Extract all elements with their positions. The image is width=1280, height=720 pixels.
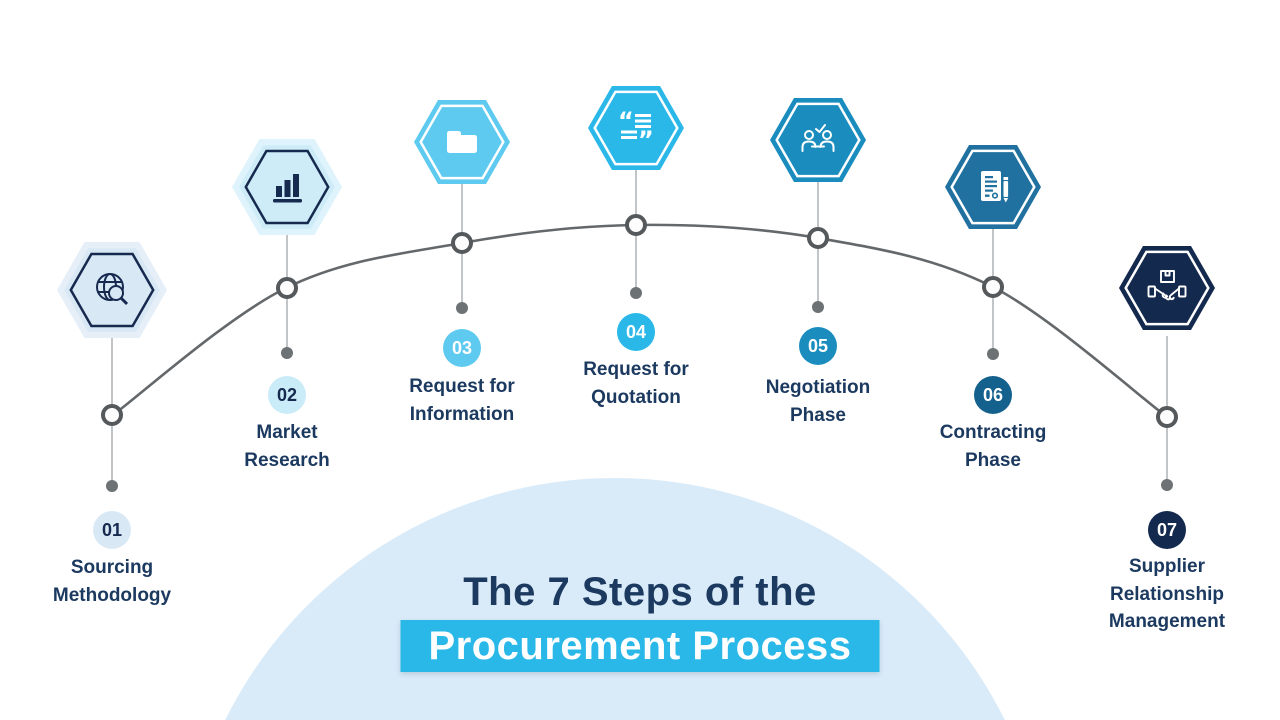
step-5-end-dot	[812, 301, 824, 313]
contract-pen-icon	[981, 171, 1009, 203]
handshake-box-icon	[1147, 270, 1187, 301]
svg-text:“: “	[618, 107, 634, 135]
title-line-1: The 7 Steps of the	[463, 570, 817, 614]
folder-icon	[447, 131, 477, 153]
bar-chart-icon	[273, 174, 302, 203]
title-line-2-band: Procurement Process	[400, 620, 880, 672]
step-4-end-dot	[630, 287, 642, 299]
step-3-label: Request for Information	[409, 376, 515, 425]
step-6-label: Contracting Phase	[939, 422, 1047, 471]
step-2-label: Market Research	[244, 422, 330, 471]
globe-search-icon	[96, 273, 129, 306]
step-3-end-dot	[456, 302, 468, 314]
step-1-hexagon	[57, 242, 167, 338]
step-7-end-dot	[1161, 479, 1173, 491]
step-3-arc-node	[451, 232, 473, 254]
step-4-arc-node	[625, 214, 647, 236]
step-6-hexagon	[945, 145, 1041, 229]
step-3-number-badge: 03	[443, 329, 481, 367]
step-6-number-badge: 06	[974, 376, 1012, 414]
step-7-arc-node	[1156, 406, 1178, 428]
step-1-arc-node	[101, 404, 123, 426]
step-2-end-dot	[281, 347, 293, 359]
step-3-hexagon	[414, 100, 510, 184]
step-5-hexagon	[770, 98, 866, 182]
step-6-arc-node	[982, 276, 1004, 298]
step-2-hexagon	[232, 139, 342, 235]
step-6-end-dot	[987, 348, 999, 360]
step-4-hexagon: “ ”	[588, 86, 684, 170]
step-5-label: Negotiation Phase	[765, 377, 871, 426]
negotiation-icon	[801, 124, 835, 152]
step-7-hexagon	[1119, 246, 1215, 330]
step-2-arc-node	[276, 277, 298, 299]
step-1-label: Sourcing Methodology	[52, 557, 172, 606]
step-5-arc-node	[807, 227, 829, 249]
step-4-number-badge: 04	[617, 313, 655, 351]
step-7-number-badge: 07	[1148, 511, 1186, 549]
step-7-label: Supplier Relationship Management	[1108, 556, 1226, 632]
step-4-label: Request for Quotation	[583, 359, 689, 408]
step-5-number-badge: 05	[799, 327, 837, 365]
step-1-end-dot	[106, 480, 118, 492]
step-1-number-badge: 01	[93, 511, 131, 549]
step-2-number-badge: 02	[268, 376, 306, 414]
svg-text:”: ”	[638, 126, 654, 150]
quote-text-icon: “ ”	[618, 107, 654, 150]
